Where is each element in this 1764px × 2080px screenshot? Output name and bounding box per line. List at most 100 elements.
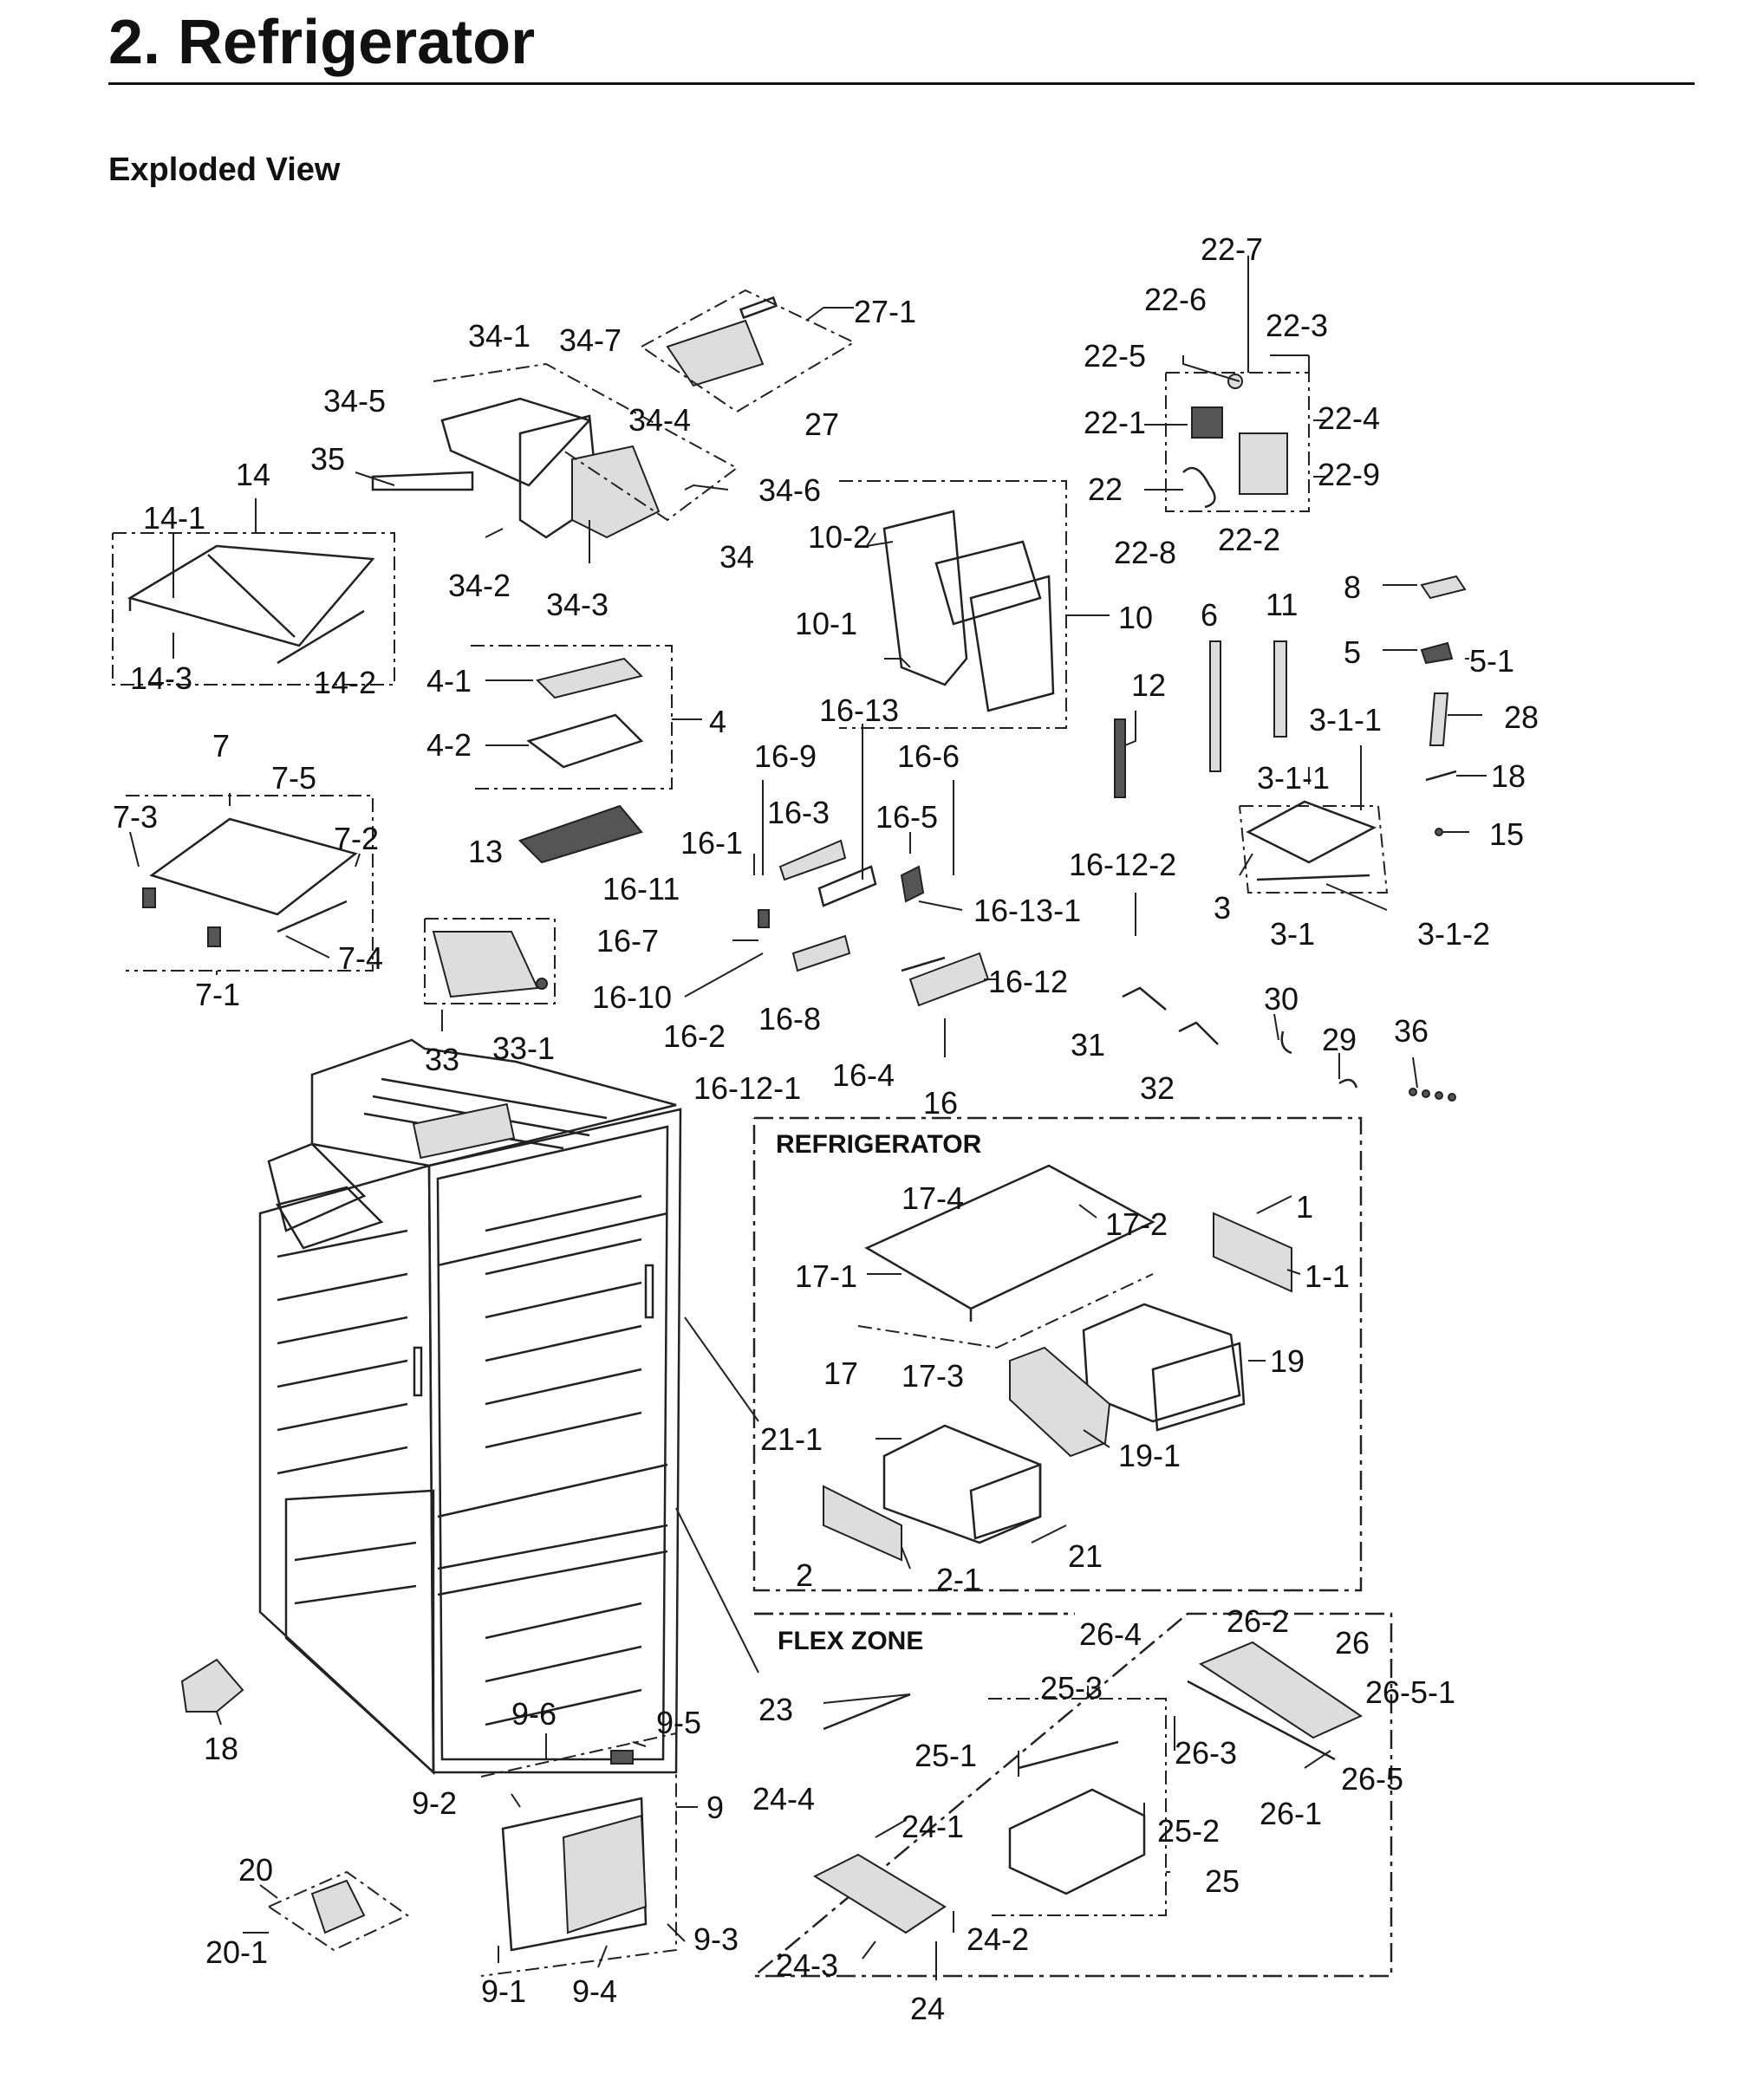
callout-4-1: 4-1 bbox=[426, 663, 472, 699]
callout-9-4: 9-4 bbox=[572, 1973, 617, 2009]
callout-16-12: 16-12 bbox=[988, 964, 1068, 999]
part-17-shelf bbox=[857, 1164, 1155, 1349]
title-underline bbox=[108, 82, 1695, 85]
callout-1: 1 bbox=[1296, 1189, 1313, 1225]
part-26-rail bbox=[1187, 1641, 1364, 1761]
part-18-clip-small bbox=[1425, 770, 1457, 782]
part-32-pipe bbox=[1178, 1021, 1219, 1045]
callout-25: 25 bbox=[1205, 1863, 1240, 1899]
callout-26-2: 26-2 bbox=[1227, 1603, 1289, 1639]
callout-16-9: 16-9 bbox=[754, 738, 817, 774]
callout-18-small: 18 bbox=[1491, 758, 1526, 794]
callout-14-2: 14-2 bbox=[314, 665, 376, 700]
callout-9-3: 9-3 bbox=[693, 1921, 739, 1957]
leader-lines bbox=[129, 256, 1487, 1980]
part-14-shelf bbox=[112, 532, 395, 686]
callout-16-13: 16-13 bbox=[819, 692, 899, 728]
callout-3-1-1-a: 3-1-1 bbox=[1309, 702, 1382, 738]
callout-16-11: 16-11 bbox=[602, 871, 680, 907]
callout-24-3: 24-3 bbox=[776, 1947, 838, 1983]
callout-28: 28 bbox=[1504, 699, 1539, 735]
part-34-ice-maker bbox=[371, 362, 739, 539]
refrigerator-section-box: REFRIGERATOR bbox=[752, 1116, 1363, 1592]
part-18-leg-cover bbox=[180, 1658, 244, 1713]
callout-19-1: 19-1 bbox=[1118, 1438, 1181, 1473]
divider-handle bbox=[644, 1264, 654, 1319]
part-23-strip bbox=[823, 1693, 911, 1731]
callout-27: 27 bbox=[804, 406, 839, 442]
part-36-screws bbox=[1409, 1088, 1456, 1102]
callout-20-1: 20-1 bbox=[205, 1934, 268, 1970]
part-30-clip bbox=[1280, 1030, 1292, 1055]
callout-21-1: 21-1 bbox=[760, 1421, 823, 1457]
part-16-rails bbox=[758, 839, 990, 1007]
part-22-valve bbox=[1165, 372, 1310, 512]
callout-7-5: 7-5 bbox=[271, 760, 316, 796]
part-11-strip bbox=[1273, 640, 1287, 738]
callout-3-1-1-b: 3-1-1 bbox=[1257, 760, 1330, 796]
callout-9-2: 9-2 bbox=[412, 1785, 457, 1821]
callout-7-3: 7-3 bbox=[113, 799, 158, 835]
callout-26-3: 26-3 bbox=[1175, 1735, 1237, 1771]
callout-17-2: 17-2 bbox=[1105, 1206, 1168, 1242]
callout-12: 12 bbox=[1131, 667, 1166, 703]
callout-14-3: 14-3 bbox=[130, 660, 192, 696]
callout-27-1: 27-1 bbox=[854, 294, 916, 329]
callout-22-3: 22-3 bbox=[1266, 308, 1328, 343]
callout-16: 16 bbox=[923, 1085, 958, 1121]
callout-17: 17 bbox=[823, 1355, 858, 1391]
callout-11: 11 bbox=[1266, 587, 1298, 622]
callout-25-2: 25-2 bbox=[1157, 1813, 1220, 1849]
callout-34-2: 34-2 bbox=[448, 568, 511, 603]
cabinet-interior-ribs bbox=[485, 1194, 642, 1726]
cabinet-side-ribs bbox=[277, 1229, 417, 1605]
callout-25-3: 25-3 bbox=[1040, 1670, 1103, 1706]
part-20-cover bbox=[268, 1870, 409, 1952]
callout-16-4: 16-4 bbox=[832, 1057, 895, 1093]
callout-34-1: 34-1 bbox=[468, 318, 531, 354]
callout-34: 34 bbox=[719, 539, 754, 575]
callout-16-2: 16-2 bbox=[663, 1018, 726, 1054]
callout-16-10: 16-10 bbox=[592, 979, 672, 1015]
callout-14: 14 bbox=[236, 457, 270, 492]
flex-zone-section-box: FLEX ZONE bbox=[751, 1612, 1393, 1978]
callout-17-4: 17-4 bbox=[902, 1180, 964, 1216]
callout-9: 9 bbox=[706, 1790, 724, 1825]
page-title: 2. Refrigerator bbox=[108, 8, 536, 77]
callout-22-1: 22-1 bbox=[1084, 405, 1146, 440]
callout-26-4: 26-4 bbox=[1079, 1616, 1142, 1652]
part-27-module bbox=[641, 289, 856, 413]
callout-labels: 22-7 22-6 22-3 22-5 22-1 22-4 22 22-9 22… bbox=[113, 231, 1539, 2026]
callout-2-1: 2-1 bbox=[936, 1562, 981, 1597]
callout-22-9: 22-9 bbox=[1318, 457, 1380, 492]
callout-2: 2 bbox=[796, 1557, 813, 1593]
callout-8: 8 bbox=[1344, 569, 1361, 605]
callout-33-1: 33-1 bbox=[492, 1030, 555, 1066]
callout-19: 19 bbox=[1270, 1343, 1305, 1379]
callout-3: 3 bbox=[1214, 890, 1231, 926]
callout-1-1: 1-1 bbox=[1305, 1258, 1350, 1294]
callout-15: 15 bbox=[1489, 816, 1524, 852]
callout-16-8: 16-8 bbox=[758, 1001, 821, 1037]
part-28-clip bbox=[1429, 692, 1449, 746]
callout-16-1: 16-1 bbox=[680, 825, 743, 861]
callout-23: 23 bbox=[758, 1692, 793, 1727]
callout-34-6: 34-6 bbox=[758, 472, 821, 508]
callout-16-3: 16-3 bbox=[767, 795, 830, 830]
part-31-pipe bbox=[1122, 986, 1167, 1011]
refrigerator-section-label: REFRIGERATOR bbox=[776, 1130, 982, 1159]
callout-9-1: 9-1 bbox=[481, 1973, 526, 2009]
callout-26-5: 26-5 bbox=[1341, 1761, 1403, 1797]
part-13-filter bbox=[518, 804, 643, 864]
callout-3-1-2: 3-1-2 bbox=[1417, 916, 1490, 952]
flex-zone-section-label: FLEX ZONE bbox=[778, 1627, 923, 1655]
callout-22: 22 bbox=[1088, 471, 1123, 507]
callout-22-5: 22-5 bbox=[1084, 338, 1146, 374]
callout-7: 7 bbox=[212, 728, 230, 764]
callout-30: 30 bbox=[1264, 981, 1299, 1017]
part-6-strip bbox=[1209, 640, 1221, 772]
callout-14-1: 14-1 bbox=[143, 500, 205, 536]
callout-36: 36 bbox=[1394, 1013, 1429, 1049]
callout-26-5-1: 26-5-1 bbox=[1365, 1674, 1455, 1710]
part-24-rail bbox=[812, 1853, 947, 1934]
